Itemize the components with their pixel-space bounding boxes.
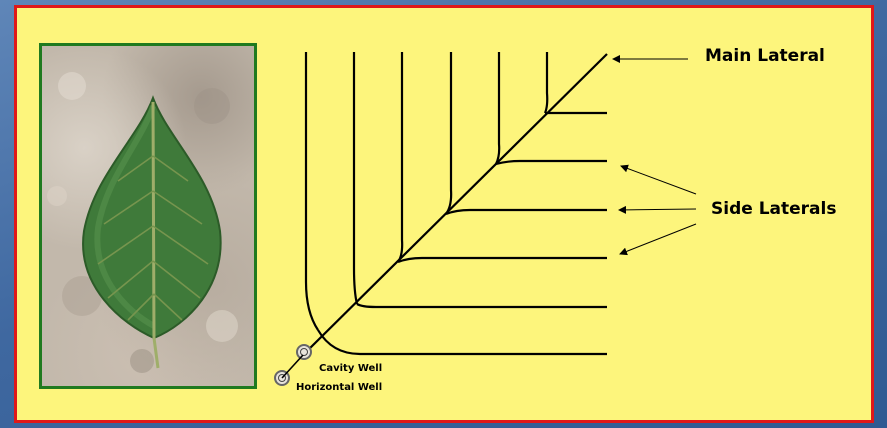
vertical-branch-4 (446, 52, 451, 214)
vertical-branch-6 (545, 52, 547, 113)
cavity-well-label: Cavity Well (319, 363, 382, 374)
vertical-branch-3 (398, 52, 402, 262)
side-lateral-6 (318, 330, 607, 354)
main-lateral-label: Main Lateral (705, 46, 825, 66)
main-lateral-line (303, 54, 607, 355)
cavity-well-icon (297, 345, 311, 359)
side-lateral-3 (446, 210, 607, 214)
side-lateral-4 (398, 258, 607, 262)
side-lateral-5 (357, 304, 607, 307)
horizontal-well-icon (275, 355, 303, 385)
side-lateral-arrow-middle (619, 209, 696, 210)
side-lateral-arrow-upper (621, 166, 696, 194)
side-lateral-arrow-lower (620, 224, 696, 254)
vertical-branch-1 (306, 52, 318, 330)
side-laterals-label: Side Laterals (711, 199, 836, 219)
horizontal-well-label: Horizontal Well (296, 382, 382, 393)
vertical-branch-2 (354, 52, 357, 304)
side-lateral-2 (496, 161, 607, 164)
vertical-branch-5 (496, 52, 499, 164)
